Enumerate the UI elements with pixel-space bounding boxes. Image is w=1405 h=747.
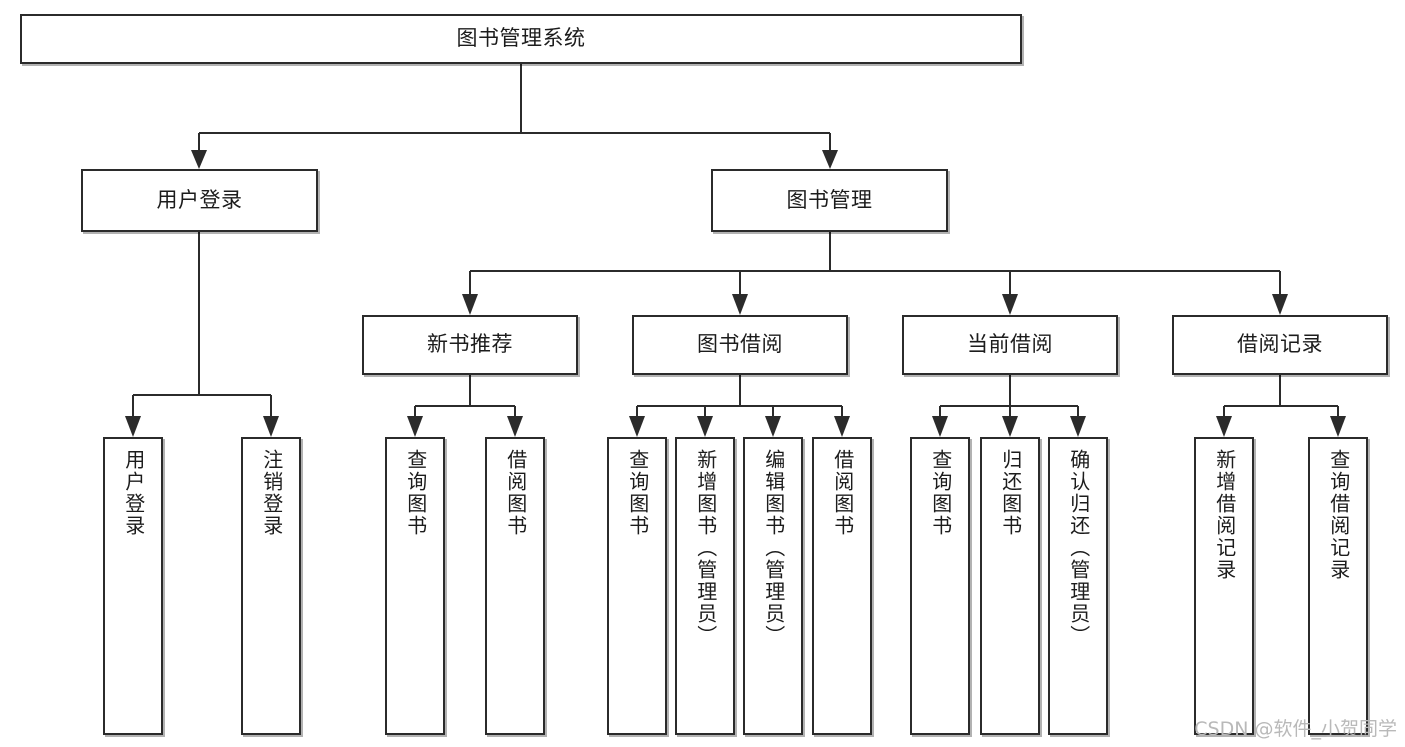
arrowhead-leaf-borrow-book-2	[834, 416, 850, 437]
node-borrow-record-label: 借阅记录	[1237, 332, 1323, 357]
arrowhead-book-borrow	[732, 294, 748, 315]
node-leaf-query-book-3-label: 查询图书	[928, 449, 953, 537]
node-leaf-edit-book[interactable]: 编辑图书（管理员）	[743, 437, 803, 735]
node-root-label: 图书管理系统	[456, 26, 586, 51]
arrowhead-book-management	[822, 150, 838, 169]
node-leaf-user-login[interactable]: 用户登录	[103, 437, 163, 735]
node-leaf-return-book-label: 归还图书	[998, 449, 1023, 537]
arrowhead-leaf-logout-login	[263, 416, 279, 437]
arrowhead-new-book-recommend	[462, 294, 478, 315]
node-leaf-query-book-1[interactable]: 查询图书	[385, 437, 445, 735]
node-current-borrow[interactable]: 当前借阅	[902, 315, 1118, 375]
node-leaf-add-book[interactable]: 新增图书（管理员）	[675, 437, 735, 735]
arrowhead-leaf-add-record	[1216, 416, 1232, 437]
arrowhead-user-login	[191, 150, 207, 169]
node-new-book-recommend-label: 新书推荐	[427, 332, 513, 357]
node-book-management[interactable]: 图书管理	[711, 169, 948, 232]
node-leaf-query-book-3[interactable]: 查询图书	[910, 437, 970, 735]
node-leaf-add-record-label: 新增借阅记录	[1212, 449, 1237, 581]
arrowhead-leaf-edit-book	[765, 416, 781, 437]
node-leaf-add-record[interactable]: 新增借阅记录	[1194, 437, 1254, 735]
node-leaf-borrow-book-1[interactable]: 借阅图书	[485, 437, 545, 735]
node-leaf-borrow-book-2-label: 借阅图书	[830, 449, 855, 537]
node-leaf-query-record-label: 查询借阅记录	[1326, 449, 1351, 581]
arrowhead-borrow-record	[1272, 294, 1288, 315]
arrowhead-leaf-add-book	[697, 416, 713, 437]
arrowhead-leaf-user-login	[125, 416, 141, 437]
node-leaf-logout-login[interactable]: 注销登录	[241, 437, 301, 735]
node-leaf-add-book-label: 新增图书（管理员）	[693, 449, 718, 647]
node-leaf-query-book-1-label: 查询图书	[403, 449, 428, 537]
node-book-management-label: 图书管理	[786, 187, 873, 212]
arrowhead-leaf-query-record	[1330, 416, 1346, 437]
arrowhead-leaf-query-book-3	[932, 416, 948, 437]
arrowhead-current-borrow	[1002, 294, 1018, 315]
watermark-text: CSDN @软件_小贺同学	[1194, 718, 1397, 740]
node-leaf-query-book-2-label: 查询图书	[625, 449, 650, 537]
node-leaf-borrow-book-2[interactable]: 借阅图书	[812, 437, 872, 735]
node-leaf-edit-book-label: 编辑图书（管理员）	[761, 449, 786, 647]
arrowhead-leaf-query-book-1	[407, 416, 423, 437]
node-borrow-record[interactable]: 借阅记录	[1172, 315, 1388, 375]
node-leaf-confirm-return-label: 确认归还（管理员）	[1066, 449, 1091, 647]
node-leaf-return-book[interactable]: 归还图书	[980, 437, 1040, 735]
arrowhead-leaf-borrow-book-1	[507, 416, 523, 437]
node-book-borrow[interactable]: 图书借阅	[632, 315, 848, 375]
node-leaf-query-book-2[interactable]: 查询图书	[607, 437, 667, 735]
arrowhead-leaf-confirm-return	[1070, 416, 1086, 437]
node-root[interactable]: 图书管理系统	[20, 14, 1022, 64]
node-new-book-recommend[interactable]: 新书推荐	[362, 315, 578, 375]
node-leaf-confirm-return[interactable]: 确认归还（管理员）	[1048, 437, 1108, 735]
node-leaf-user-login-label: 用户登录	[121, 449, 146, 537]
node-leaf-borrow-book-1-label: 借阅图书	[503, 449, 528, 537]
node-user-login[interactable]: 用户登录	[81, 169, 318, 232]
node-leaf-query-record[interactable]: 查询借阅记录	[1308, 437, 1368, 735]
node-book-borrow-label: 图书借阅	[697, 332, 783, 357]
arrowhead-leaf-query-book-2	[629, 416, 645, 437]
node-user-login-label: 用户登录	[156, 187, 243, 212]
node-leaf-logout-login-label: 注销登录	[259, 449, 284, 537]
arrowhead-leaf-return-book	[1002, 416, 1018, 437]
node-current-borrow-label: 当前借阅	[967, 332, 1053, 357]
